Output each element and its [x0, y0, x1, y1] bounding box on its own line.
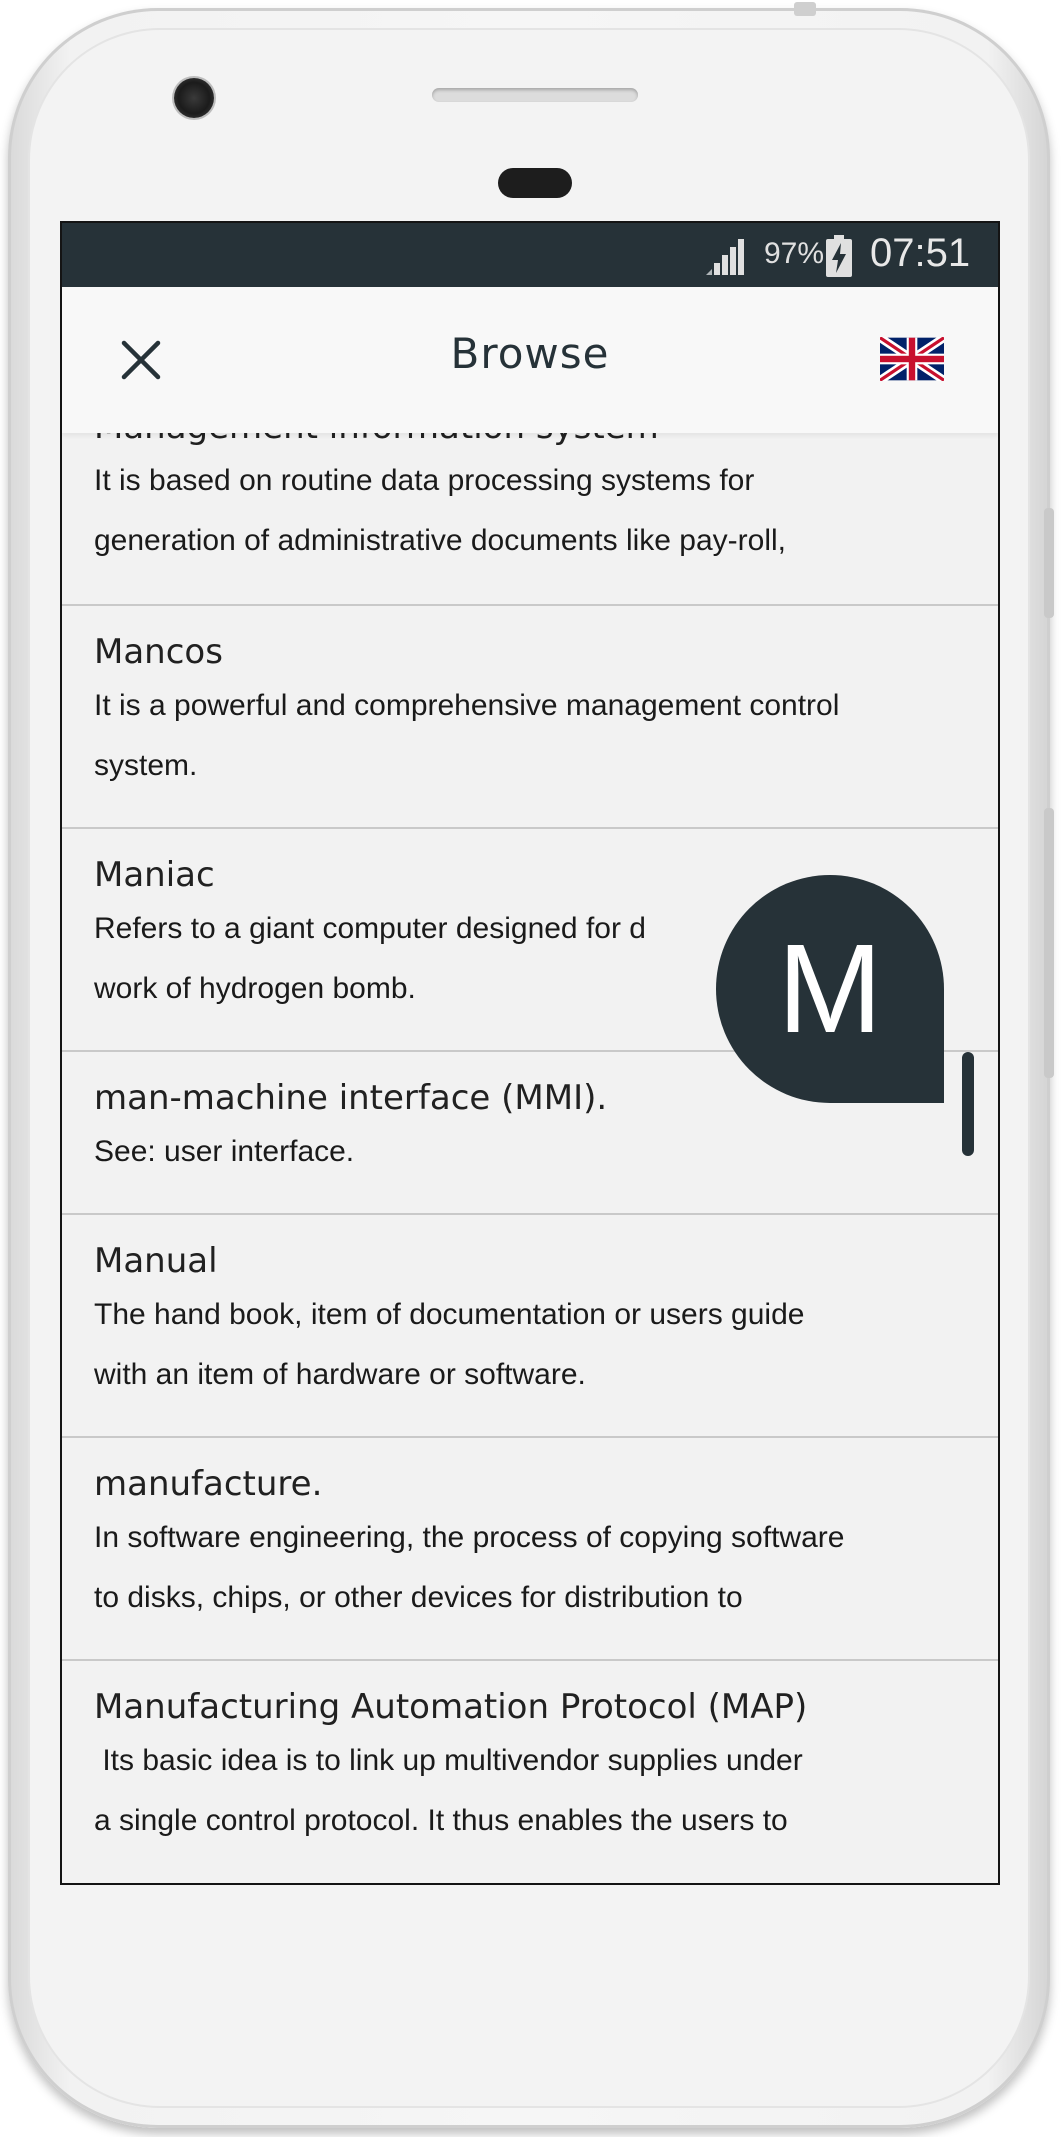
close-icon[interactable]: [118, 337, 164, 383]
entry-description: Refers to a giant computer designed for …: [94, 912, 646, 1005]
app-bar: Browse: [62, 287, 998, 433]
list-item[interactable]: manufacture. In software engineering, th…: [62, 1438, 998, 1661]
glossary-list[interactable]: Management information system It is base…: [62, 383, 998, 1883]
phone-top-button: [794, 2, 816, 16]
list-item[interactable]: Mancos It is a powerful and comprehensiv…: [62, 606, 998, 829]
list-item[interactable]: Maniac Refers to a giant computer design…: [62, 829, 998, 1052]
entry-description: Its basic idea is to link up multivendor…: [94, 1744, 803, 1837]
battery-percent: 97%: [764, 237, 825, 270]
entry-term: Mancos: [94, 632, 223, 672]
list-item[interactable]: Manufacturing Automation Protocol (MAP) …: [62, 1661, 998, 1883]
phone-volume-button: [1044, 808, 1054, 1078]
list-item[interactable]: man-machine interface (MMI). See: user i…: [62, 1052, 998, 1215]
uk-flag-icon[interactable]: [880, 337, 944, 381]
phone-side-button: [1044, 508, 1054, 618]
entry-term: Manufacturing Automation Protocol (MAP): [94, 1687, 808, 1727]
index-letter: M: [777, 918, 883, 1059]
fast-scroll-index-bubble: M: [716, 875, 944, 1103]
proximity-sensor: [498, 168, 572, 198]
front-camera: [174, 78, 214, 118]
signal-icon: [706, 239, 744, 275]
earpiece-speaker: [432, 88, 638, 102]
entry-term: man-machine interface (MMI).: [94, 1078, 608, 1118]
entry-term: Manual: [94, 1241, 218, 1281]
entry-term: Maniac: [94, 855, 215, 895]
entry-description: In software engineering, the process of …: [94, 1521, 845, 1614]
fast-scroll-thumb[interactable]: [962, 1052, 974, 1156]
entry-description: See: user interface.: [94, 1135, 355, 1168]
entry-description: The hand book, item of documentation or …: [94, 1298, 805, 1391]
entry-description: It is based on routine data processing s…: [94, 464, 787, 557]
screen: 97% 07:51 Browse Management information …: [60, 221, 1000, 1885]
battery-charging-icon: [826, 235, 852, 277]
list-item[interactable]: Manual The hand book, item of documentat…: [62, 1215, 998, 1438]
entry-term: manufacture.: [94, 1464, 323, 1504]
page-title: Browse: [450, 329, 610, 378]
entry-description: It is a powerful and comprehensive manag…: [94, 689, 840, 782]
status-bar: 97% 07:51: [62, 223, 998, 287]
status-clock: 07:51: [870, 231, 971, 275]
